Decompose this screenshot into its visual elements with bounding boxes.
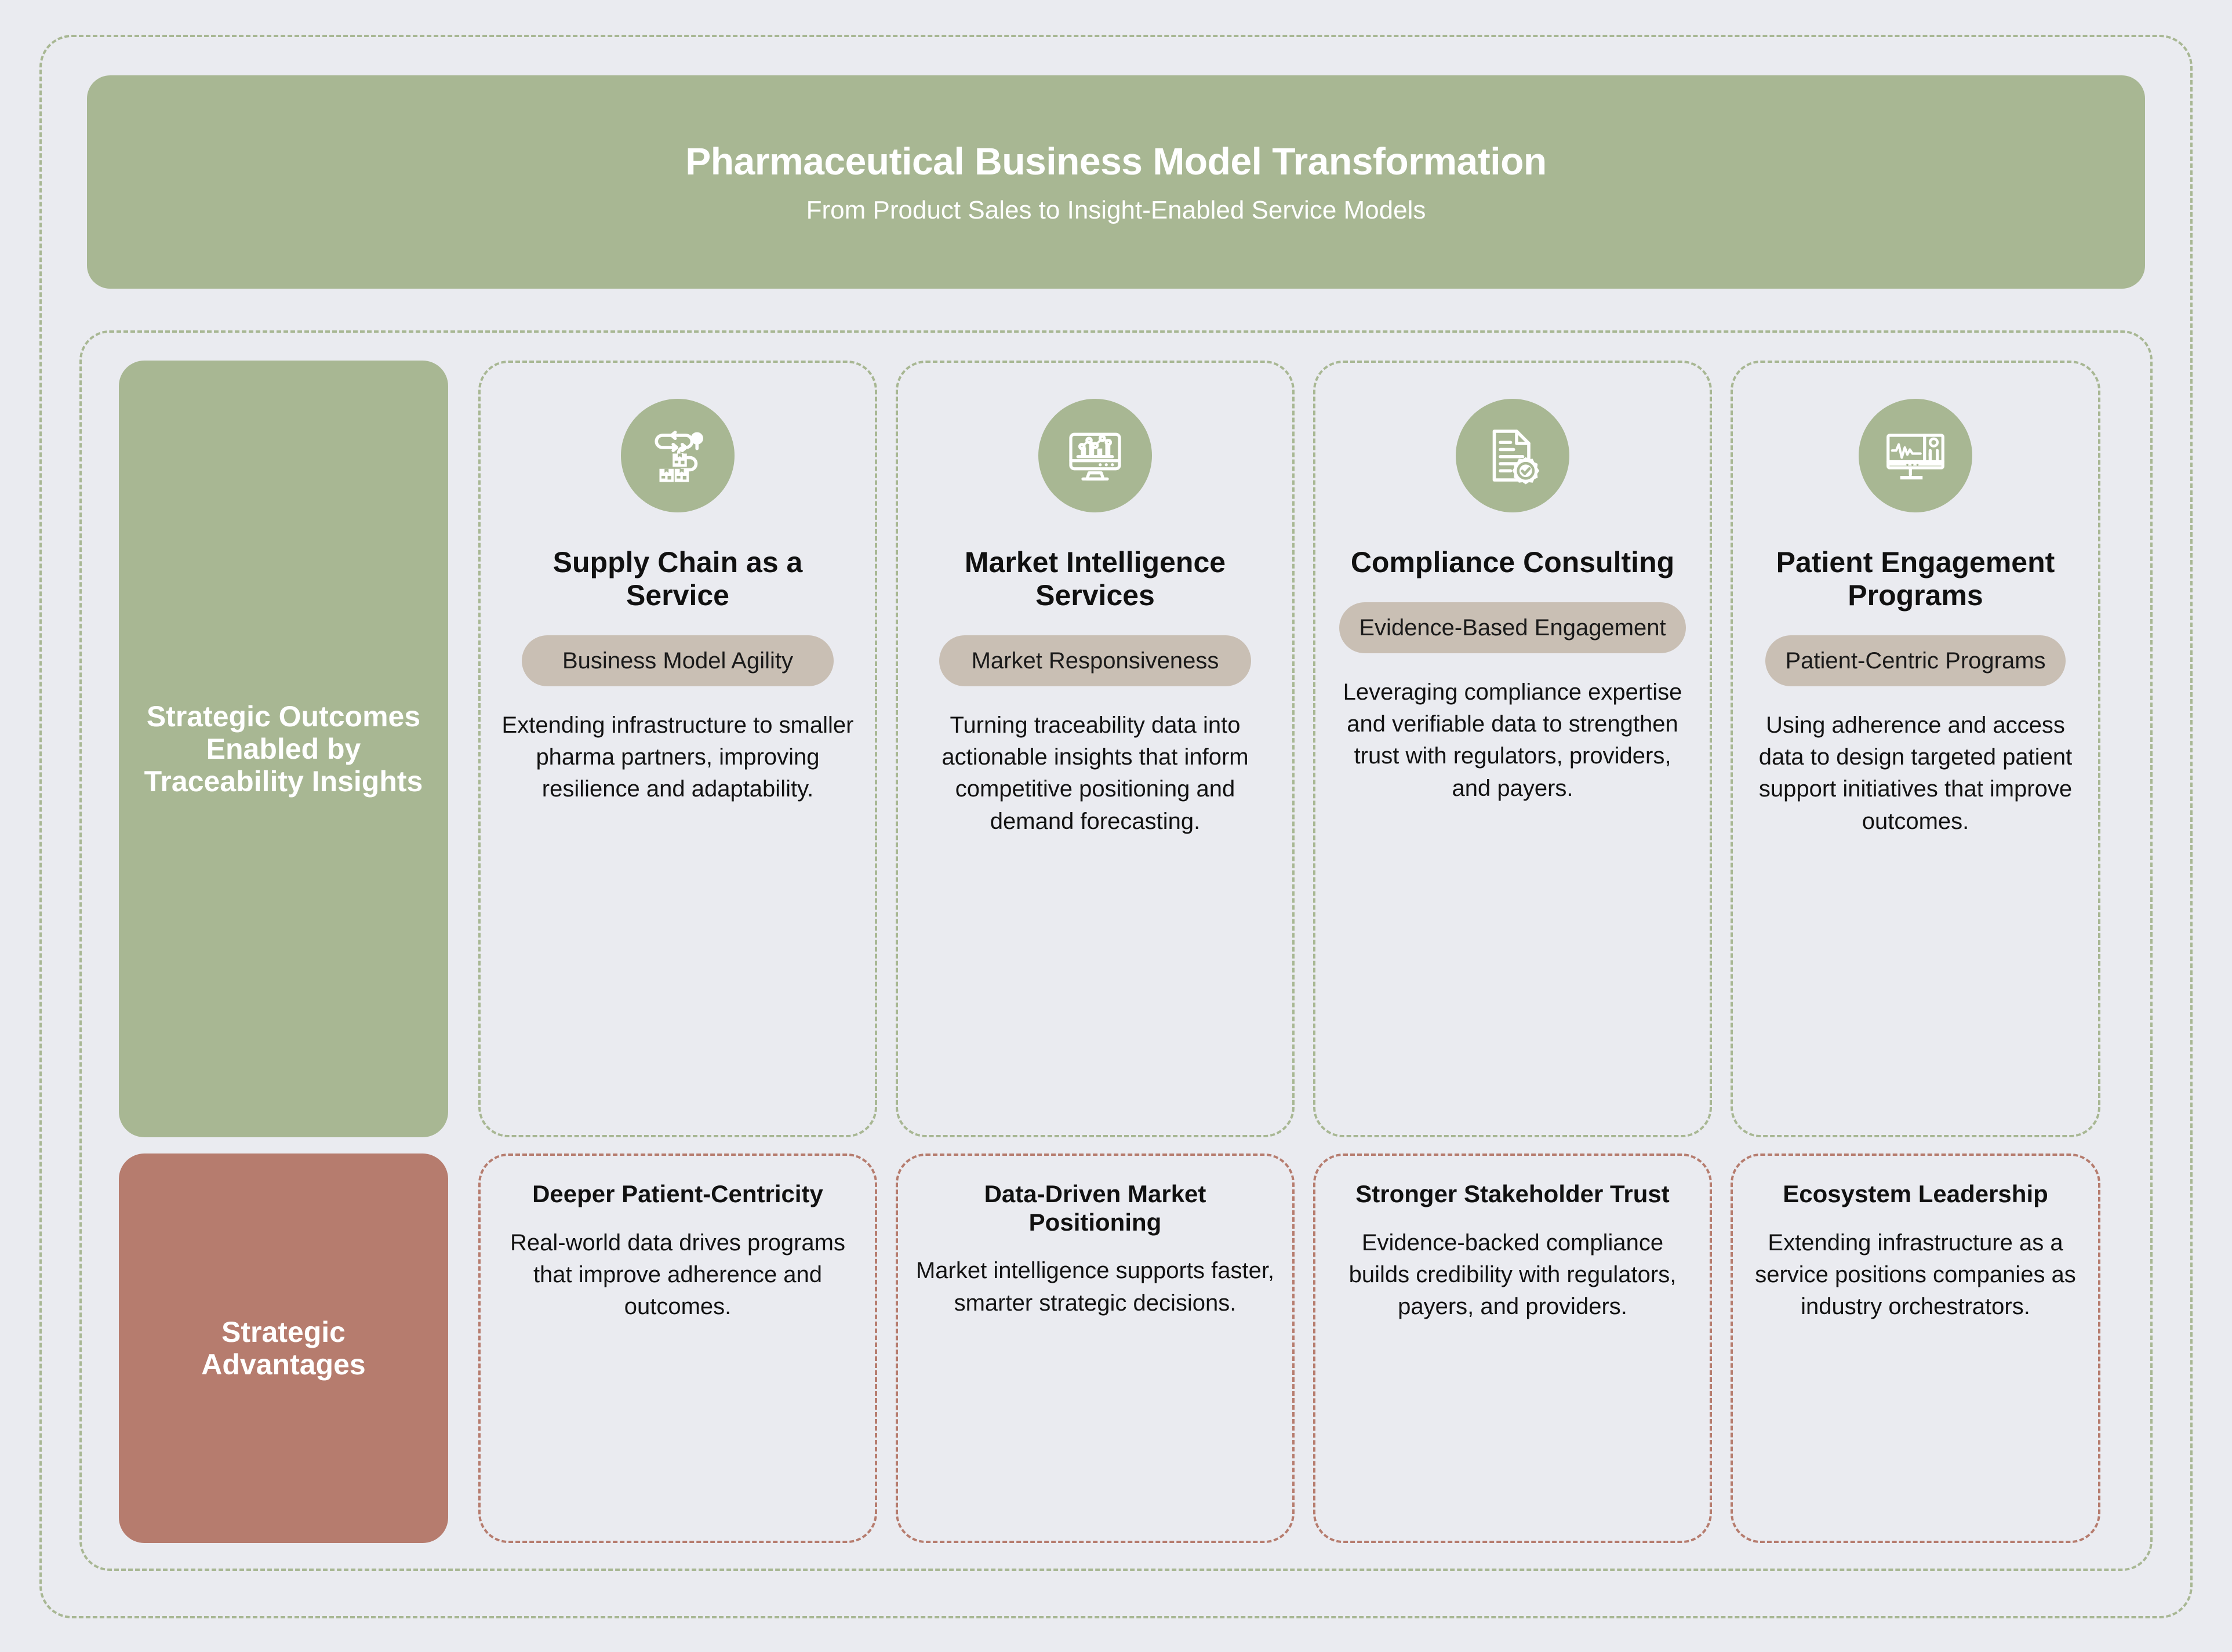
page-title: Pharmaceutical Business Model Transforma… xyxy=(685,140,1547,183)
advantage-body: Real-world data drives programs that imp… xyxy=(510,1229,845,1320)
service-badge: Evidence-Based Engagement xyxy=(1339,602,1686,653)
market-analytics-monitor-icon xyxy=(1038,399,1152,512)
service-body: Turning traceability data into actionabl… xyxy=(941,712,1249,834)
advantage-body: Market intelligence supports faster, sma… xyxy=(915,1258,1275,1316)
row-label-strategic-advantages: Strategic Advantages xyxy=(119,1154,448,1543)
service-badge: Business Model Agility xyxy=(521,635,834,686)
matrix-grid: Strategic Outcomes Enabled by Traceabili… xyxy=(119,361,2119,1543)
service-card-supply-chain[interactable]: Supply Chain as a Service Business Model… xyxy=(478,361,877,1137)
advantage-card-ecosystem-leadership[interactable]: Ecosystem Leadership Extending infrastru… xyxy=(1731,1154,2100,1543)
service-title: Compliance Consulting xyxy=(1350,546,1675,578)
advantage-title: Deeper Patient-Centricity xyxy=(532,1180,823,1207)
service-title: Supply Chain as a Service xyxy=(552,546,803,612)
advantage-card-deeper-patient-centricity[interactable]: Deeper Patient-Centricity Real-world dat… xyxy=(478,1154,877,1543)
advantage-title: Stronger Stakeholder Trust xyxy=(1355,1180,1670,1207)
advantage-card-data-driven-market-positioning[interactable]: Data-Driven Market Positioning Market in… xyxy=(896,1154,1295,1543)
service-body: Using adherence and access data to desig… xyxy=(1758,712,2073,834)
service-card-market-intelligence[interactable]: Market Intelligence Services Market Resp… xyxy=(896,361,1295,1137)
inner-dashed-frame xyxy=(79,330,2153,1571)
row-label-strategic-outcomes-text: Strategic Outcomes Enabled by Traceabili… xyxy=(144,700,423,798)
service-title: Market Intelligence Services xyxy=(964,546,1226,612)
row-label-strategic-advantages-text: Strategic Advantages xyxy=(201,1316,366,1381)
advantage-title: Ecosystem Leadership xyxy=(1783,1180,2048,1207)
header-banner: Pharmaceutical Business Model Transforma… xyxy=(87,75,2145,289)
advantage-title: Data-Driven Market Positioning xyxy=(984,1180,1206,1236)
advantage-card-stronger-stakeholder-trust[interactable]: Stronger Stakeholder Trust Evidence-back… xyxy=(1313,1154,1712,1543)
service-card-patient-engagement[interactable]: Patient Engagement Programs Patient-Cent… xyxy=(1731,361,2100,1137)
service-title: Patient Engagement Programs xyxy=(1776,546,2055,612)
service-card-compliance-consulting[interactable]: Compliance Consulting Evidence-Based Eng… xyxy=(1313,361,1712,1137)
service-badge: Patient-Centric Programs xyxy=(1765,635,2066,686)
service-badge: Market Responsiveness xyxy=(939,635,1252,686)
page-subtitle: From Product Sales to Insight-Enabled Se… xyxy=(806,196,1426,224)
row-label-strategic-outcomes: Strategic Outcomes Enabled by Traceabili… xyxy=(119,361,448,1137)
verified-document-icon xyxy=(1456,399,1569,512)
outer-dashed-frame xyxy=(39,35,2193,1618)
patient-vitals-monitor-icon xyxy=(1859,399,1972,512)
service-body: Leveraging compliance expertise and veri… xyxy=(1343,679,1682,801)
advantage-body: Extending infrastructure as a service po… xyxy=(1755,1229,2076,1320)
service-body: Extending infrastructure to smaller phar… xyxy=(501,712,854,802)
advantage-body: Evidence-backed compliance builds credib… xyxy=(1348,1229,1677,1320)
supply-chain-route-icon xyxy=(621,399,735,512)
